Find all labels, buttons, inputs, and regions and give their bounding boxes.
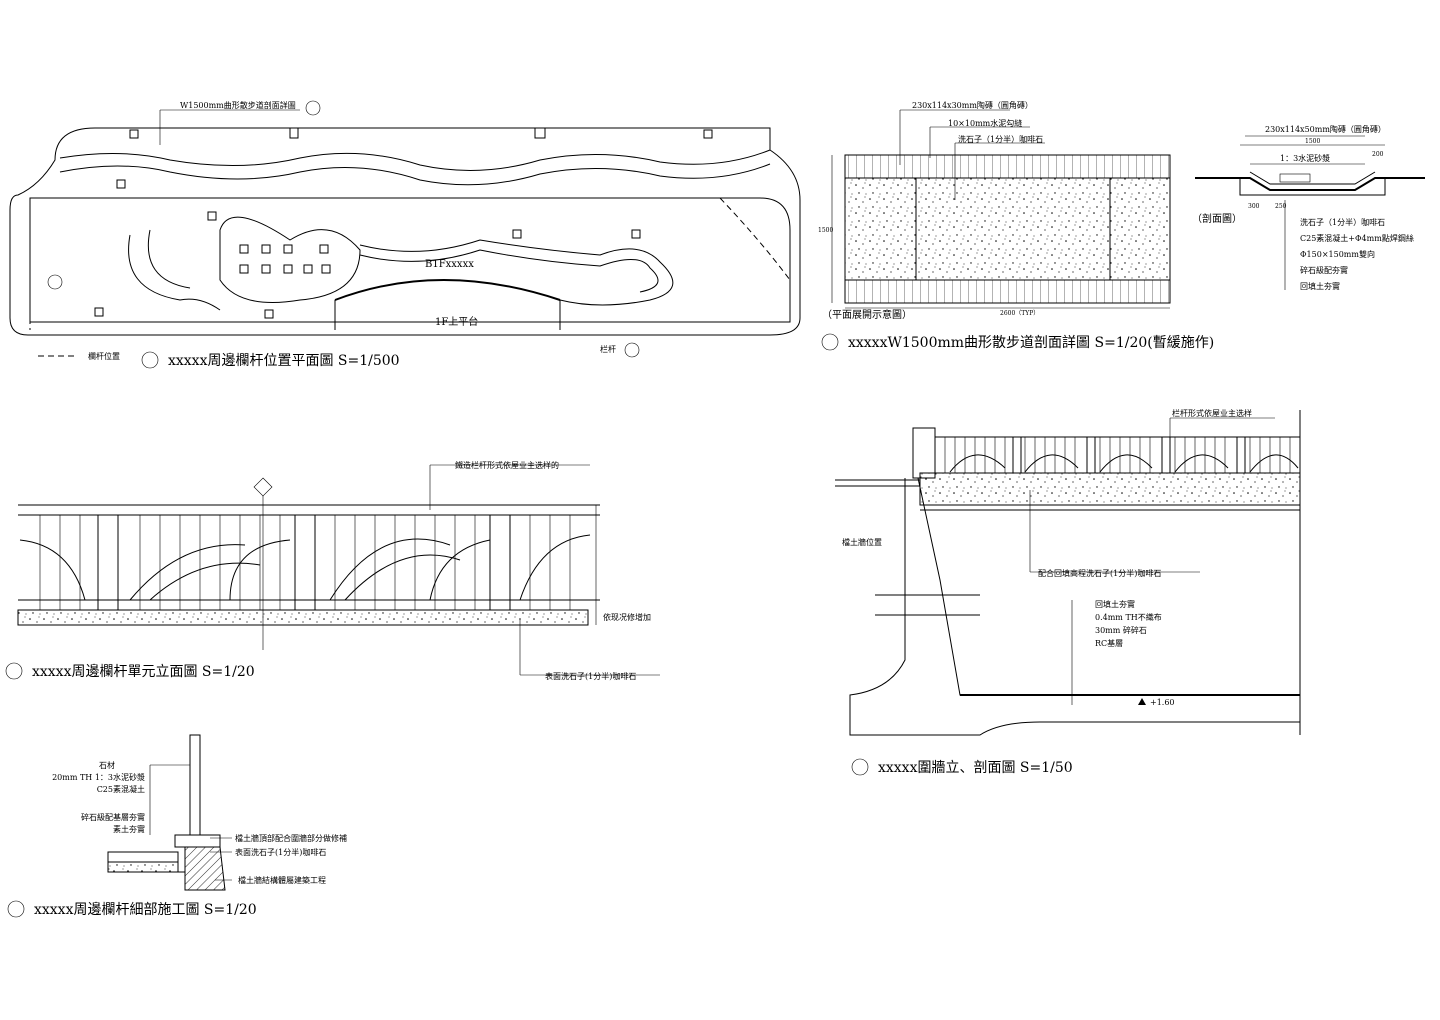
- wall-post: [912, 427, 936, 479]
- cross-label-mortar: 1：3水泥砂漿: [1280, 153, 1330, 163]
- level-marker: [1138, 698, 1146, 705]
- plan-title-marker: [141, 351, 159, 369]
- wall-layer-1: 0.4mm TH不織布: [1095, 612, 1162, 622]
- path-label-plan: （平面展開示意圖）: [822, 308, 912, 321]
- plan-leader-label: W1500mm曲形散步道剖面詳圖: [180, 100, 296, 110]
- detail-title-marker: [7, 900, 25, 918]
- railing-arches: [19, 534, 591, 601]
- detail-note-2: 表面洗石子(1分半)咖啡石: [235, 847, 326, 857]
- path-dim-length: 2600（TYP）: [1000, 310, 1039, 317]
- cross-label-tile: 230x114x50mm陶磚（圓角磚）: [1265, 124, 1386, 134]
- tile-band-top: [844, 154, 1171, 179]
- cross-dim-a: 200: [1372, 151, 1384, 158]
- railing-bars: [39, 515, 571, 610]
- plan-title: xxxxx周邊欄杆位置平面圖 S=1/500: [168, 353, 400, 369]
- cross-layer-2: Φ150×150mm雙向: [1300, 249, 1375, 259]
- detail-layer-0: 石材: [99, 760, 115, 770]
- wall-title: xxxxx圍牆立、剖面圖 S=1/50: [878, 760, 1073, 776]
- platform-arch: [334, 279, 561, 301]
- elev-label-bottom: 表面洗石子(1分半)咖啡石: [545, 671, 636, 681]
- path-label-joint: 10×10mm水泥勾縫: [948, 118, 1022, 128]
- detail-layer-2: C25素混凝土: [97, 784, 145, 794]
- cross-layer-0: 洗石子（1分半）咖啡石: [1300, 217, 1385, 227]
- elev-marker: [253, 477, 273, 497]
- plan-zone-1f: 1F上平台: [435, 315, 478, 328]
- elev-title-marker: [5, 662, 23, 680]
- path-dim-width: 1500: [818, 227, 833, 234]
- section-marker-1: [305, 100, 321, 116]
- cross-dim-c: 250: [1275, 203, 1287, 210]
- elev-dim-label: 依现况修增加: [603, 612, 651, 622]
- detail-post: [189, 734, 201, 836]
- cross-layer-1: C25素混凝土+Φ4mm點焊鋼絲: [1300, 233, 1414, 243]
- section-marker-3: [47, 274, 63, 290]
- wall-title-marker: [851, 758, 869, 776]
- elev-title: xxxxx周邊欄杆單元立面圖 S=1/20: [32, 664, 255, 680]
- detail-note-3: 檔土牆結構體屬建築工程: [238, 875, 326, 885]
- wall-layer-2: 30mm 碎碎石: [1095, 625, 1147, 635]
- path-section: 1500 2600（TYP） 230x114x30mm陶磚（圓角磚） 10×10…: [818, 100, 1214, 351]
- wall-layer-0: 回填土夯實: [1095, 599, 1135, 609]
- plan-legend-label: 欄杆位置: [88, 351, 120, 361]
- plan-columns: [94, 127, 713, 319]
- railing-elevation: 依现况修增加 鐵造栏杆形式依屋业主选样的 表面洗石子(1分半)咖啡石 xxxxx…: [5, 460, 660, 681]
- path-title: xxxxxW1500mm曲形散步道剖面詳圖 S=1/20(暫緩施作): [848, 335, 1214, 351]
- cross-dim-total: 1500: [1305, 138, 1320, 145]
- wall-label-finish: 配合回填高程洗石子(1分半)咖啡石: [1038, 568, 1161, 578]
- aggregate-field: [844, 177, 1171, 281]
- path-label-aggregate: 洗石子（1分半）咖啡石: [958, 134, 1043, 144]
- retaining-wall: [917, 477, 1300, 696]
- plan-view: W1500mm曲形散步道剖面詳圖 B1Fxxxxx 1F上平台 栏杆 欄杆位置 …: [9, 100, 801, 369]
- cross-layer-3: 碎石級配夯實: [1300, 265, 1348, 275]
- plan-outline: [9, 127, 801, 336]
- section-marker-2: [624, 342, 640, 358]
- wall-label-top: 栏杆形式依屋业主选样: [1172, 408, 1252, 418]
- wall-layer-3: RC基層: [1095, 638, 1123, 648]
- wall-section: 栏杆形式依屋业主选样 檔土牆位置 配合回填高程洗石子(1分半)咖啡石 回填土夯實…: [835, 408, 1301, 776]
- detail-layer-4: 素土夯實: [113, 824, 145, 834]
- wavy-walkway: [59, 149, 771, 171]
- detail-note-1: 檔土牆頂部配合圍牆部分做修補: [235, 833, 347, 843]
- elev-label-top: 鐵造栏杆形式依屋业主选样的: [455, 460, 559, 470]
- path-label-tile: 230x114x30mm陶磚（圓角磚）: [912, 100, 1033, 110]
- tile-band-bottom: [844, 279, 1171, 304]
- wall-level: +1.60: [1150, 698, 1175, 707]
- detail-layer-3: 碎石級配基層夯實: [81, 812, 145, 822]
- cross-label-section: （剖面圖）: [1192, 212, 1242, 225]
- cross-layer-4: 回填土夯實: [1300, 281, 1340, 291]
- cross-dim-b: 300: [1248, 203, 1260, 210]
- wall-cap: [919, 472, 1301, 506]
- railing-detail: 石材 20mm TH 1：3水泥砂漿 C25素混凝土 碎石級配基層夯實 素土夯實…: [7, 734, 347, 918]
- path-title-marker: [821, 333, 839, 351]
- detail-wall: [184, 846, 226, 891]
- detail-layer-1: 20mm TH 1：3水泥砂漿: [52, 772, 145, 782]
- plan-zone-b1f: B1Fxxxxx: [425, 259, 474, 270]
- cross-section: 230x114x50mm陶磚（圓角磚） 1500 1：3水泥砂漿 200 （剖面…: [1192, 124, 1425, 291]
- wall-label-retaining: 檔土牆位置: [842, 537, 882, 547]
- railing-base: [17, 609, 589, 626]
- plan-railing-tag: 栏杆: [600, 344, 616, 354]
- detail-title: xxxxx周邊欄杆細部施工圖 S=1/20: [34, 902, 257, 918]
- cross-profile: [1195, 177, 1425, 191]
- railing-posts: [97, 514, 511, 611]
